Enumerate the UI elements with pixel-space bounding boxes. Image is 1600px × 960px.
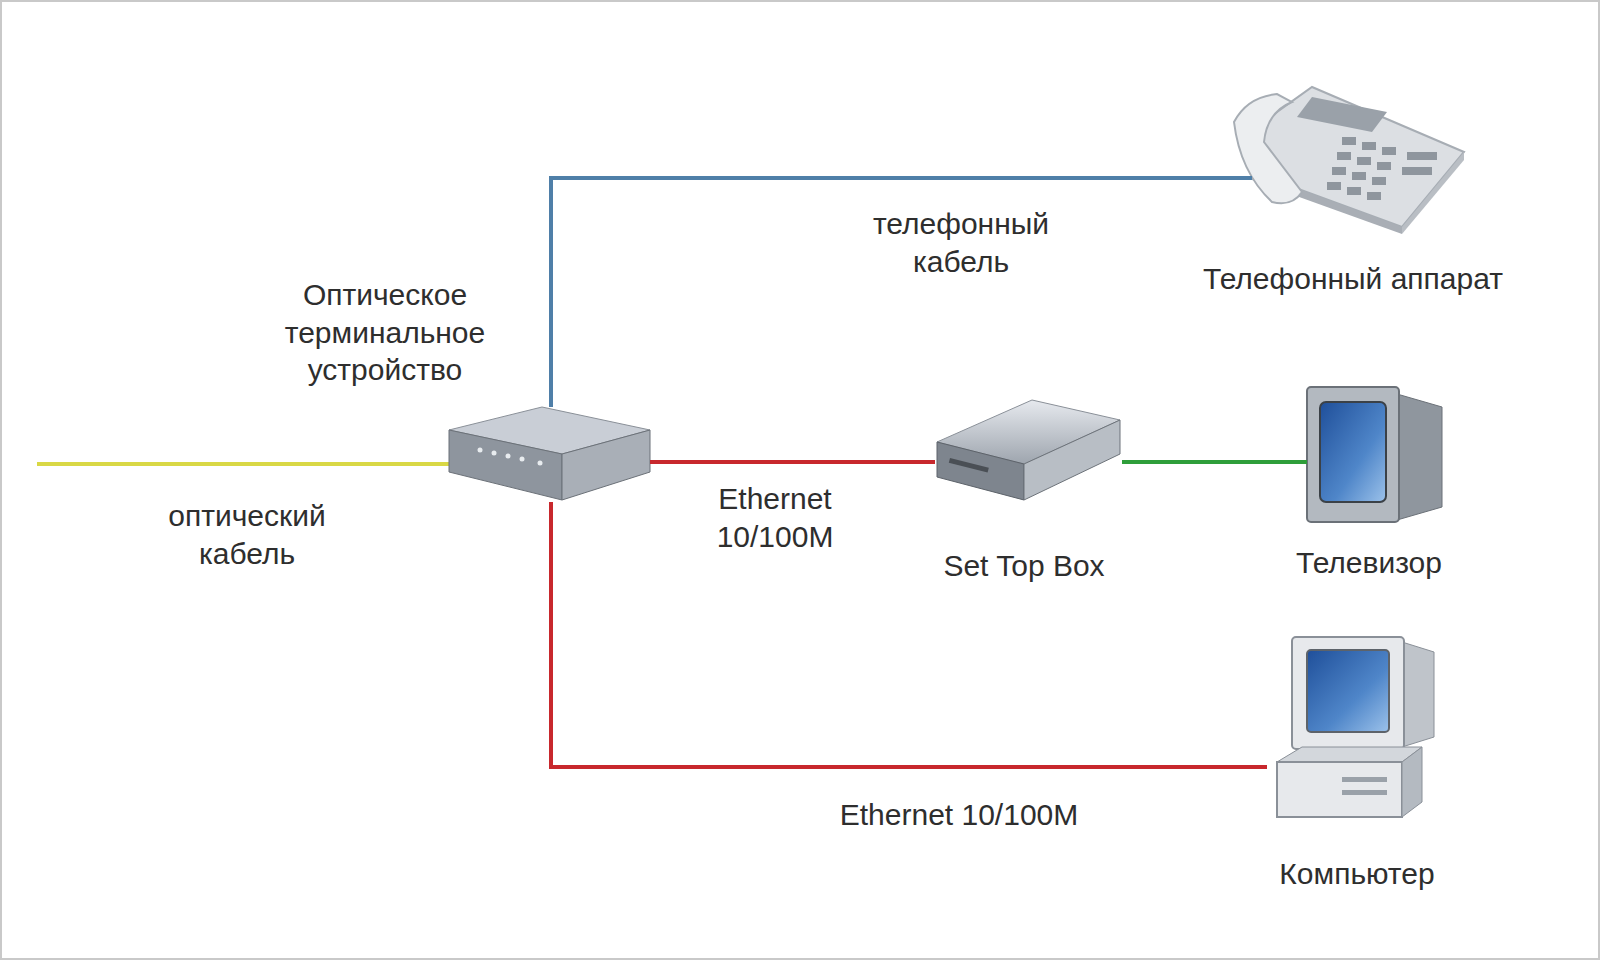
cable-connector bbox=[551, 178, 1252, 407]
cable-connector bbox=[1122, 460, 1307, 464]
phone-box: Телефонный аппарат bbox=[1252, 82, 1467, 232]
device-label: Телевизор bbox=[1296, 544, 1442, 582]
device-label: Оптическое терминальное устройство bbox=[285, 276, 485, 389]
ont-device bbox=[449, 407, 650, 500]
ont-box: Оптическое терминальное устройство bbox=[449, 407, 650, 502]
tv-box: Телевизор bbox=[1307, 382, 1442, 527]
cable-label: Ethernet 10/100M bbox=[713, 480, 838, 555]
device-label: Компьютер bbox=[1279, 855, 1434, 893]
device-label: Set Top Box bbox=[943, 547, 1104, 585]
computer-box: Компьютер bbox=[1267, 632, 1437, 822]
cable-label: Ethernet 10/100M bbox=[836, 796, 1083, 834]
set-top-box-icon bbox=[937, 400, 1120, 500]
cable-label: телефонный кабель bbox=[869, 205, 1053, 280]
tv-icon bbox=[1307, 387, 1442, 522]
cable-connector bbox=[650, 460, 935, 464]
cable-label: оптический кабель bbox=[168, 497, 325, 572]
stb-box: Set Top Box bbox=[935, 397, 1122, 502]
cable-connector bbox=[551, 502, 1267, 767]
computer-icon bbox=[1277, 637, 1434, 817]
optical-cable bbox=[37, 462, 454, 466]
telephone-icon bbox=[1234, 87, 1464, 234]
device-label: Телефонный аппарат bbox=[1203, 260, 1503, 298]
